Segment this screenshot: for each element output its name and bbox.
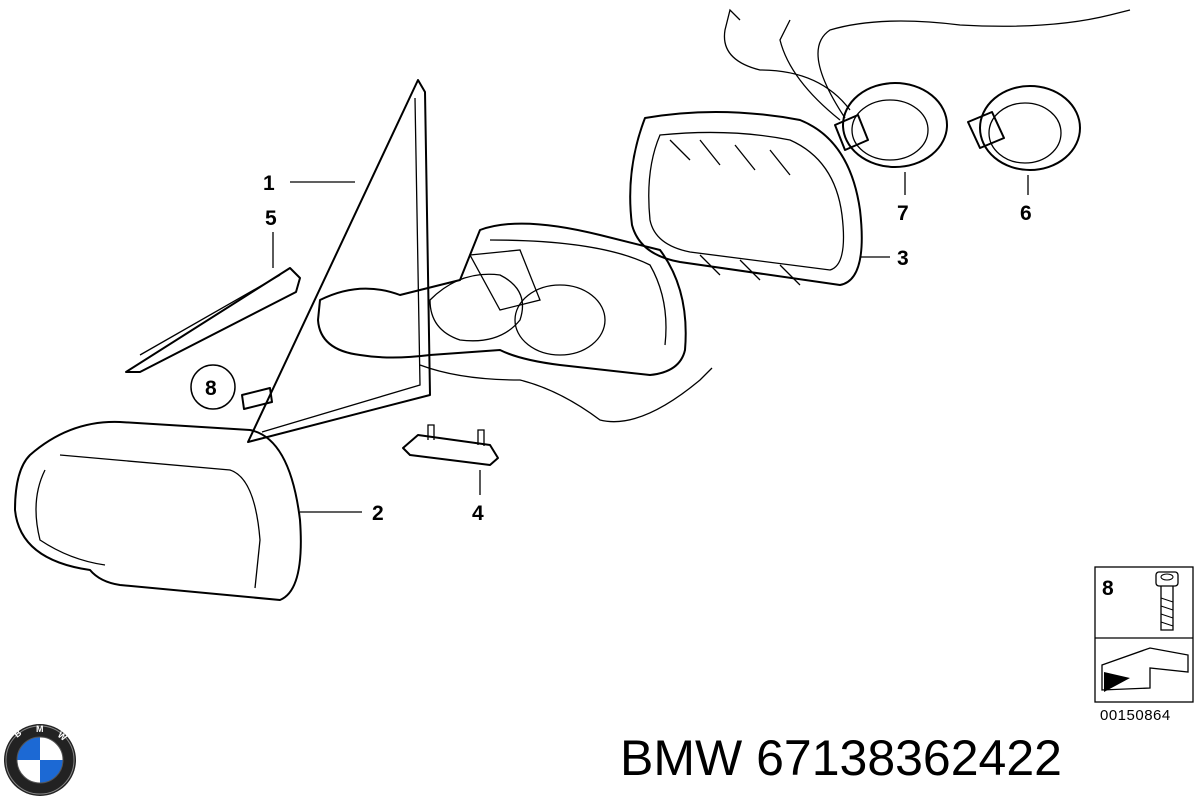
callout-2: 2 [372,502,384,525]
callout-1: 1 [263,172,275,195]
installation-arrow-icon [1101,647,1189,692]
screw-icon [1155,571,1179,631]
callout-7: 7 [897,202,909,225]
mirror-cover-part [14,420,302,601]
callout-8: 8 [205,377,217,400]
screw-inset-box: 8 [1094,566,1194,703]
mirror-glass-part [247,79,431,443]
inset-number: 8 [1102,577,1114,600]
document-number: 00150864 [1100,707,1171,724]
mirror-actuator-part [723,8,1131,168]
actuator-unit-part [967,85,1081,171]
callout-4: 4 [472,502,484,525]
callout-6: 6 [1020,202,1032,225]
callout-5: 5 [265,207,277,230]
svg-text:B: B [12,727,24,739]
screw-callout [190,364,273,410]
bmw-roundel-icon: B M W [4,724,76,796]
seal-strip-part [125,267,301,373]
mirror-frame-part [629,110,863,286]
callout-3: 3 [897,247,909,270]
bracket-part [402,424,499,466]
part-number-caption: BMW 67138362422 [620,730,1062,786]
svg-text:M: M [36,724,44,734]
mirror-base-part [317,222,713,423]
